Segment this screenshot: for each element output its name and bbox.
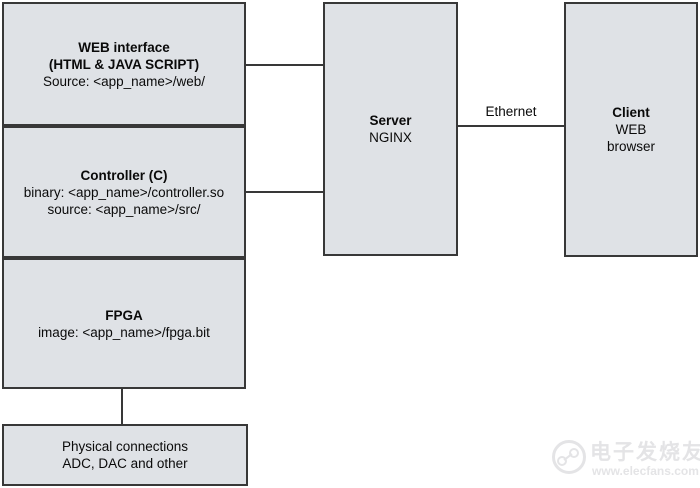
physical-connections-line2: ADC, DAC and other (62, 456, 188, 471)
web-interface-box: WEB interface (HTML & JAVA SCRIPT) Sourc… (2, 2, 246, 126)
fpga-image-path: image: <app_name>/fpga.bit (38, 324, 210, 340)
physical-connections-line1: Physical connections (61, 439, 189, 454)
connector-server-to-client (458, 125, 564, 127)
web-interface-source-path: Source: <app_name>/web/ (42, 73, 206, 89)
logo-dot-icon (557, 456, 567, 466)
server-subtitle: NGINX (369, 130, 412, 145)
web-interface-title: WEB interface (78, 39, 170, 55)
controller-box: Controller (C) binary: <app_name>/contro… (2, 126, 246, 258)
client-line3: browser (606, 139, 655, 154)
client-title: Client (612, 105, 650, 120)
controller-binary-path: binary: <app_name>/controller.so (23, 184, 225, 200)
client-line2: WEB (615, 122, 647, 137)
web-interface-subtitle: (HTML & JAVA SCRIPT) (48, 56, 200, 72)
physical-connections-box: Physical connections ADC, DAC and other (2, 424, 248, 486)
fpga-title: FPGA (105, 307, 143, 323)
connector-fpga-to-physical (121, 389, 123, 424)
server-box: Server NGINX (323, 2, 458, 256)
connector-web-to-server (246, 64, 323, 66)
connector-controller-to-server (246, 191, 323, 193)
server-title: Server (369, 113, 412, 128)
watermark-brand-text: 电子发烧友 (590, 441, 700, 464)
logo-dot-icon (569, 448, 579, 458)
fpga-box: FPGA image: <app_name>/fpga.bit (2, 258, 246, 389)
elecfans-logo-icon (552, 440, 586, 474)
controller-source-path: source: <app_name>/src/ (47, 201, 201, 217)
watermark: 电子发烧友 www.elecfans.com (550, 434, 700, 486)
ethernet-label: Ethernet (485, 104, 537, 119)
client-box: Client WEB browser (564, 2, 698, 257)
controller-title: Controller (C) (80, 167, 168, 183)
watermark-url-text: www.elecfans.com (592, 464, 699, 478)
